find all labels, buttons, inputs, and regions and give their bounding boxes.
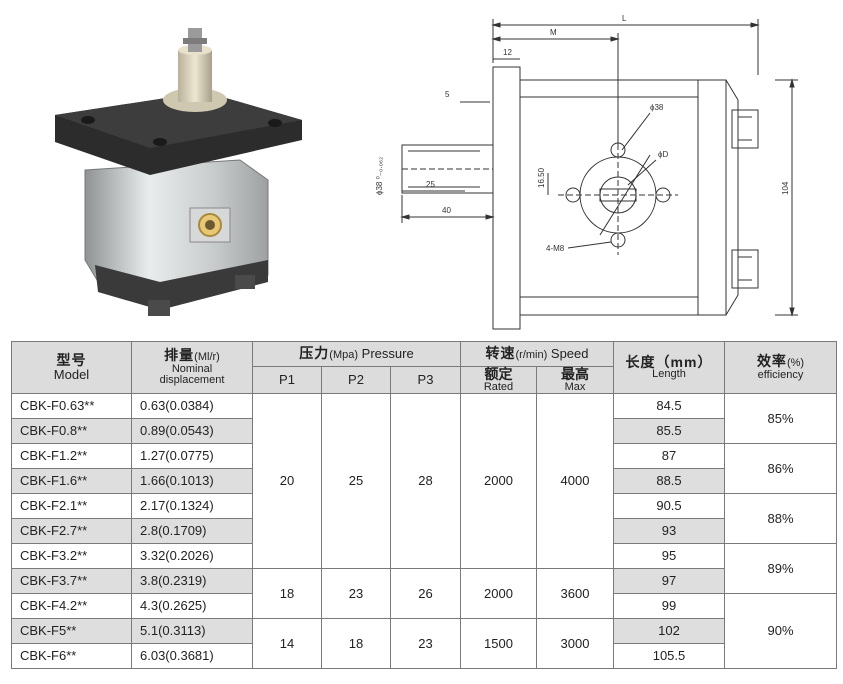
model-cell: CBK-F2.1** (11, 493, 132, 520)
gear-pump-photo (55, 28, 302, 316)
rated-speed-cell: 1500 (460, 618, 537, 670)
table-row: CBK-F2.1** 2.17(0.1324) 90.5 88% (11, 493, 837, 545)
model-cell: CBK-F3.2** (11, 543, 132, 570)
p1-cell: 20 (252, 393, 322, 570)
max-speed-cell: 3000 (536, 618, 614, 670)
p3-cell: 23 (390, 618, 461, 670)
header-max: 最高 Max (536, 365, 614, 395)
header-row-2: P1 P2 P3 额定 Rated 最高 Max (12, 365, 837, 395)
header-p2: P2 (321, 365, 391, 395)
displacement-cell: 3.32(0.2026) (131, 543, 253, 570)
p2-cell: 18 (321, 618, 391, 670)
displacement-cell: 3.8(0.2319) (131, 568, 253, 595)
header-row-1: 型号 Model 排量(Ml/r) Nominal displacement 压… (11, 340, 837, 395)
table-row: CBK-F3.2** 3.32(0.2026) 95 89% (11, 543, 837, 595)
length-cell: 102 (613, 618, 725, 645)
model-cell: CBK-F1.6** (11, 468, 132, 495)
dim-40: 40 (442, 206, 451, 215)
header-rated: 额定 Rated (460, 365, 537, 395)
length-cell: 95 (613, 543, 725, 570)
header-displacement: 排量(Ml/r) Nominal displacement (131, 340, 253, 395)
displacement-cell: 6.03(0.3681) (131, 643, 253, 670)
efficiency-cell: 89% (724, 543, 837, 595)
header-pressure: 压力(Mpa) Pressure (252, 341, 461, 367)
dim-25: 25 (426, 180, 435, 189)
model-cell: CBK-F3.7** (11, 568, 132, 595)
efficiency-cell: 90% (724, 593, 837, 670)
model-cell: CBK-F0.8** (11, 418, 132, 445)
header-speed: 转速(r/min) Speed (460, 341, 614, 367)
dim-D: ϕD (658, 150, 668, 159)
dim-16-50: 16.50 (537, 167, 546, 188)
model-cell: CBK-F1.2** (11, 443, 132, 470)
p3-cell: 28 (390, 393, 461, 570)
length-cell: 105.5 (613, 643, 725, 670)
length-cell: 93 (613, 518, 725, 545)
displacement-cell: 4.3(0.2625) (131, 593, 253, 620)
displacement-cell: 2.8(0.1709) (131, 518, 253, 545)
length-cell: 90.5 (613, 493, 725, 520)
displacement-cell: 5.1(0.3113) (131, 618, 253, 645)
dim-5: 5 (445, 90, 450, 99)
table-row: CBK-F3.7** 3.8(0.2319) 18 23 26 2000 360… (11, 568, 837, 620)
table-row: CBK-F0.63** 0.63(0.0384) 20 25 28 2000 4… (11, 393, 837, 570)
length-cell: 87 (613, 443, 725, 470)
header-p1: P1 (252, 365, 322, 395)
efficiency-cell: 85% (724, 393, 837, 445)
dim-shaft-dia: ϕ38 ⁰₋₀.₀₆₂ (375, 157, 384, 195)
dim-M: M (550, 28, 557, 37)
length-cell: 97 (613, 568, 725, 595)
length-cell: 88.5 (613, 468, 725, 495)
header-length: 长度（mm） Length (613, 340, 725, 395)
table-row: CBK-F1.2** 1.27(0.0775) 87 86% (11, 443, 837, 495)
model-cell: CBK-F0.63** (11, 393, 132, 420)
rated-speed-cell: 2000 (460, 568, 537, 620)
model-cell: CBK-F5** (11, 618, 132, 645)
displacement-cell: 1.66(0.1013) (131, 468, 253, 495)
table-row: CBK-F5** 5.1(0.3113) 14 18 23 1500 3000 … (11, 618, 837, 670)
p3-cell: 26 (390, 568, 461, 620)
dim-L: L (622, 14, 627, 23)
max-speed-cell: 3600 (536, 568, 614, 620)
p2-cell: 23 (321, 568, 391, 620)
p2-cell: 25 (321, 393, 391, 570)
dim-38: ϕ38 (650, 103, 664, 112)
table-row: CBK-F0.8** 0.89(0.0543) 85.5 (11, 418, 837, 445)
technical-drawing: L M 12 5 104 ϕ38 ⁰₋₀.₀₆₂ 25 40 (375, 14, 798, 330)
displacement-cell: 0.63(0.0384) (131, 393, 253, 420)
p1-cell: 14 (252, 618, 322, 670)
table-row: CBK-F2.7** 2.8(0.1709) 93 (11, 518, 837, 545)
dim-104: 104 (781, 181, 790, 195)
efficiency-cell: 86% (724, 443, 837, 495)
length-cell: 99 (613, 593, 725, 620)
rated-speed-cell: 2000 (460, 393, 537, 570)
dim-4-M8: 4-M8 (546, 244, 565, 253)
efficiency-cell: 88% (724, 493, 837, 545)
header-model: 型号 Model (11, 340, 132, 395)
table-row: CBK-F6** 6.03(0.3681) 105.5 (11, 643, 837, 670)
header-p3: P3 (390, 365, 461, 395)
model-cell: CBK-F2.7** (11, 518, 132, 545)
model-cell: CBK-F6** (11, 643, 132, 670)
table-row: CBK-F1.6** 1.66(0.1013) 88.5 (11, 468, 837, 495)
length-cell: 85.5 (613, 418, 725, 445)
length-cell: 84.5 (613, 393, 725, 420)
header-efficiency: 效率(%) efficiency (724, 340, 837, 395)
max-speed-cell: 4000 (536, 393, 614, 570)
displacement-cell: 2.17(0.1324) (131, 493, 253, 520)
dim-12: 12 (503, 48, 512, 57)
displacement-cell: 0.89(0.0543) (131, 418, 253, 445)
p1-cell: 18 (252, 568, 322, 620)
displacement-cell: 1.27(0.0775) (131, 443, 253, 470)
model-cell: CBK-F4.2** (11, 593, 132, 620)
spec-table: 型号 Model 排量(Ml/r) Nominal displacement 压… (11, 340, 837, 670)
